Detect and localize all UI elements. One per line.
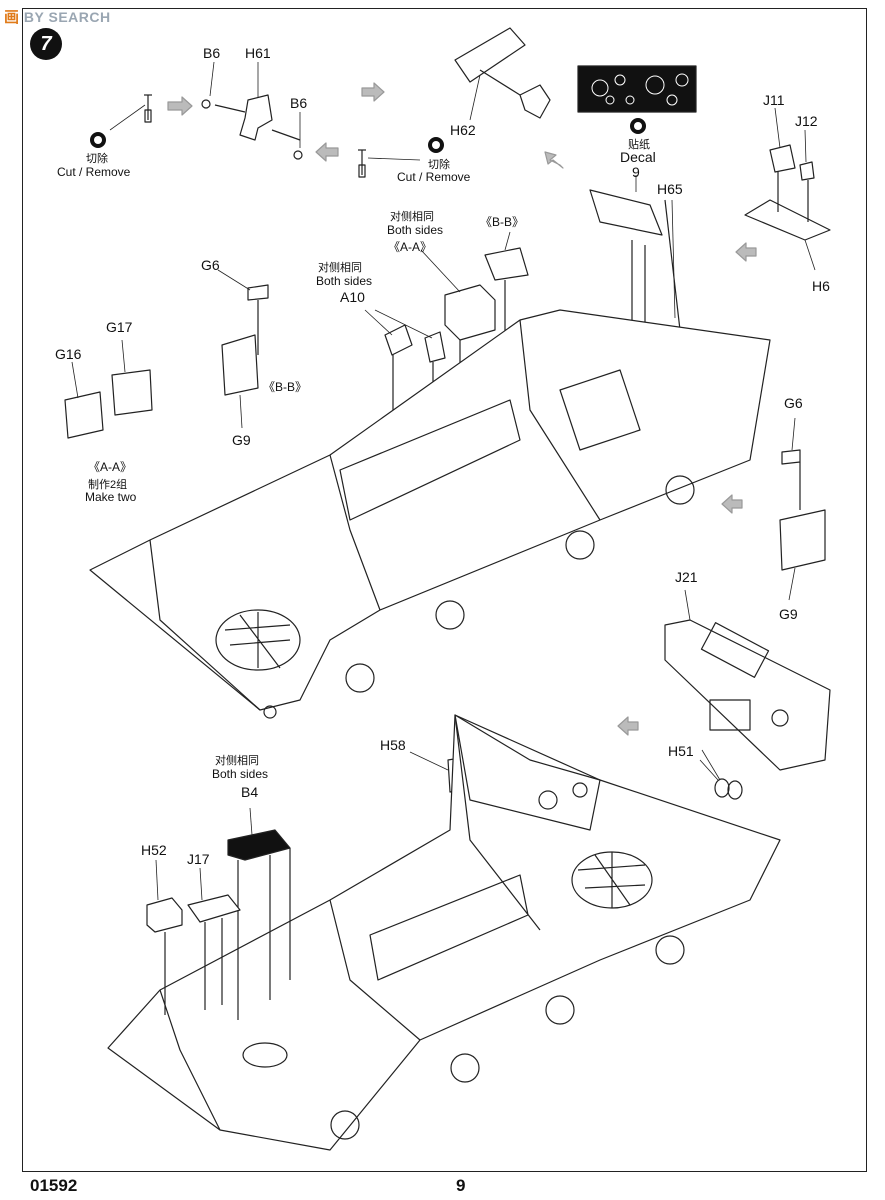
label-g9-right: G9 bbox=[779, 606, 798, 622]
cut-cn-mid: 切除 bbox=[428, 159, 450, 171]
g9-left-plate bbox=[221, 334, 259, 396]
label-j12: J12 bbox=[795, 113, 818, 129]
label-h6: H6 bbox=[812, 278, 830, 294]
both-sides-cn-2: 对侧相同 bbox=[318, 262, 362, 274]
product-code: 01592 bbox=[30, 1176, 78, 1195]
label-g6-right: G6 bbox=[784, 395, 803, 411]
j21-panel bbox=[664, 619, 831, 800]
label-j17: J17 bbox=[187, 851, 210, 867]
decal-panel bbox=[577, 65, 697, 113]
watermark: 画 BY SEARCH bbox=[4, 9, 111, 26]
label-h51: H51 bbox=[668, 743, 694, 759]
both-sides-cn-1: 对侧相同 bbox=[390, 211, 434, 223]
cut-en-left: Cut / Remove bbox=[57, 165, 131, 179]
decal-icon bbox=[630, 118, 646, 134]
bb-wedge bbox=[484, 247, 529, 281]
pin-part-mid bbox=[358, 149, 421, 178]
upper-hull bbox=[89, 309, 771, 719]
aa-box-top bbox=[444, 284, 496, 341]
pin-part-left bbox=[144, 94, 152, 123]
page-frame bbox=[22, 8, 867, 1172]
label-h61: H61 bbox=[245, 45, 271, 61]
cut-cn-left: 切除 bbox=[86, 153, 108, 165]
cut-icon-left bbox=[90, 132, 106, 148]
label-h52: H52 bbox=[141, 842, 167, 858]
bb-label-left: 《B-B》 bbox=[263, 380, 308, 394]
lower-hull bbox=[107, 714, 781, 1151]
label-b4: B4 bbox=[241, 784, 259, 800]
label-h65: H65 bbox=[657, 181, 683, 197]
label-j11: J11 bbox=[763, 92, 785, 108]
both-sides-en-2: Both sides bbox=[316, 274, 373, 288]
bb-label-top: 《B-B》 bbox=[480, 215, 525, 229]
label-g9-left: G9 bbox=[232, 432, 251, 448]
both-sides-en-1: Both sides bbox=[387, 223, 444, 237]
decal-number: 9 bbox=[632, 164, 640, 180]
dash-part bbox=[589, 189, 663, 236]
label-a10: A10 bbox=[340, 289, 365, 305]
h61-bracket bbox=[201, 94, 303, 160]
step-number-badge: 7 bbox=[30, 28, 62, 60]
label-g6-left: G6 bbox=[201, 257, 220, 273]
cut-icon-mid bbox=[428, 137, 444, 153]
both-sides-cn-3: 对侧相同 bbox=[215, 755, 259, 767]
label-b6-right: B6 bbox=[290, 95, 308, 111]
both-sides-en-3: Both sides bbox=[212, 767, 269, 781]
label-b6-top: B6 bbox=[203, 45, 221, 61]
label-g16: G16 bbox=[55, 346, 82, 362]
page-number: 9 bbox=[456, 1176, 466, 1195]
cut-en-mid: Cut / Remove bbox=[397, 170, 471, 184]
g16-part bbox=[64, 391, 104, 439]
decal-en: Decal bbox=[620, 149, 656, 165]
g9-right-plate bbox=[779, 509, 826, 571]
decal-cn: 贴纸 bbox=[628, 139, 650, 151]
label-h58: H58 bbox=[380, 737, 406, 753]
label-h62: H62 bbox=[450, 122, 476, 138]
aa-label-1: 《A-A》 bbox=[388, 240, 433, 254]
j11-j12-h6-bracket bbox=[744, 144, 831, 241]
make-two-cn: 制作2组 bbox=[88, 479, 128, 491]
g17-part bbox=[111, 369, 153, 416]
label-j21: J21 bbox=[675, 569, 698, 585]
make-two-en: Make two bbox=[85, 490, 137, 504]
aa-label-left: 《A-A》 bbox=[88, 460, 133, 474]
label-g17: G17 bbox=[106, 319, 133, 335]
h62-plate bbox=[454, 27, 551, 119]
